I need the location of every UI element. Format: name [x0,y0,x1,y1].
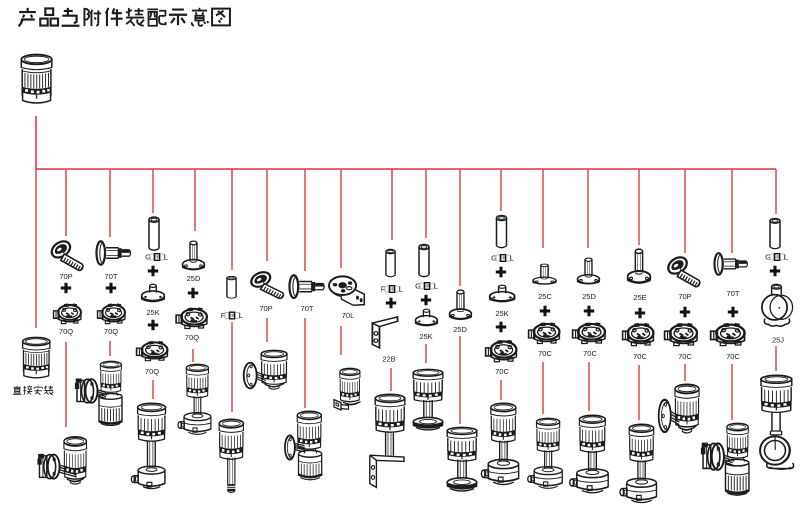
svg-text:25J: 25J [772,336,784,345]
svg-text:L: L [164,253,168,262]
svg-text:70Q: 70Q [59,327,73,336]
svg-text:70C: 70C [726,352,740,361]
svg-text:70Q: 70Q [185,333,199,342]
svg-text:70P: 70P [59,272,72,281]
svg-text:L: L [784,253,788,262]
svg-text:70C: 70C [633,352,647,361]
svg-text:70C: 70C [583,349,597,358]
svg-text:25D: 25D [453,325,467,334]
svg-text:70C: 70C [495,367,509,376]
svg-text:F: F [381,285,386,294]
svg-text:L: L [239,311,243,320]
svg-text:25C: 25C [538,292,552,301]
svg-text:G: G [415,282,421,291]
svg-text:F: F [221,311,226,320]
svg-text:70Q: 70Q [145,367,159,376]
svg-text:70C: 70C [538,349,552,358]
svg-text:G: G [145,253,151,262]
svg-text:70C: 70C [678,352,692,361]
svg-text:G: G [765,253,771,262]
svg-text:70T: 70T [727,289,740,298]
svg-text:25D: 25D [582,292,596,301]
svg-text:22B: 22B [382,355,395,364]
svg-text:25D: 25D [187,274,201,283]
svg-text:25E: 25E [633,293,646,302]
svg-text:70P: 70P [678,292,691,301]
svg-text:25K: 25K [419,332,432,341]
svg-text:L: L [434,282,438,291]
svg-text:70T: 70T [301,304,314,313]
svg-text:70P: 70P [259,304,272,313]
svg-text:G: G [491,254,497,263]
svg-text:25K: 25K [146,308,159,317]
svg-text:70Q: 70Q [104,327,118,336]
svg-text:70T: 70T [105,272,118,281]
svg-text:L: L [510,254,514,263]
svg-text:L: L [399,285,403,294]
svg-text:70L: 70L [342,311,355,320]
svg-text:25K: 25K [495,309,508,318]
